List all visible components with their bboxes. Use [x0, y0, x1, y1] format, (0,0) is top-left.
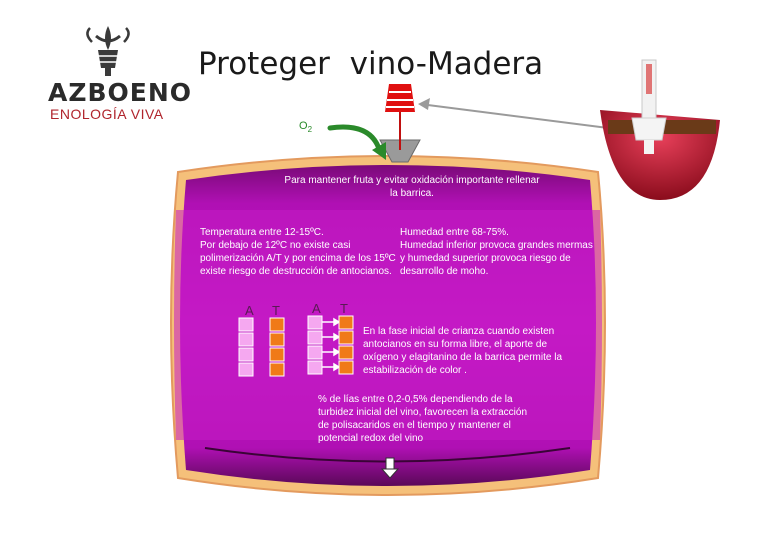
- down-arrow-icon: [380, 457, 400, 479]
- color-stabilization-note: En la fase inicial de crianza cuando exi…: [363, 326, 563, 376]
- oxygen-symbol: O: [299, 120, 308, 132]
- label-a-2: A: [312, 301, 321, 316]
- bung-photo: [600, 59, 720, 200]
- anthocyanin-column-2: [307, 315, 323, 375]
- tannin-column-2: [338, 315, 354, 375]
- tannin-column-1: [269, 317, 285, 377]
- oxygen-subscript: 2: [307, 125, 313, 135]
- fill-barrel-note: Para mantener fruta y evitar oxidación i…: [284, 175, 540, 199]
- label-t-2: T: [340, 301, 348, 316]
- oxygen-arrow: [327, 124, 383, 155]
- anthocyanin-column-1: [238, 317, 254, 377]
- label-a-1: A: [245, 303, 254, 318]
- bond-arrows: [322, 317, 341, 372]
- pointer-arrow: [419, 103, 609, 129]
- lees-note: % de lías entre 0,2-0,5% dependiendo de …: [318, 394, 527, 444]
- page-title: Proteger vino-Madera: [198, 46, 544, 82]
- oxygen-label: O2: [299, 120, 312, 134]
- logo-tagline: ENOLOGÍA VIVA: [50, 106, 164, 122]
- label-t-1: T: [272, 303, 280, 318]
- logo-vine-icon: [86, 26, 130, 76]
- temperature-note: Temperatura entre 12-15ºC. Por debajo de…: [200, 227, 396, 277]
- barrel-panel: [174, 210, 602, 440]
- humidity-note: Humedad entre 68-75%. Humedad inferior p…: [400, 227, 593, 277]
- logo-wordmark: AZBOENO: [48, 78, 193, 107]
- bung-funnel: [379, 139, 421, 163]
- bung-stopper: [385, 84, 415, 112]
